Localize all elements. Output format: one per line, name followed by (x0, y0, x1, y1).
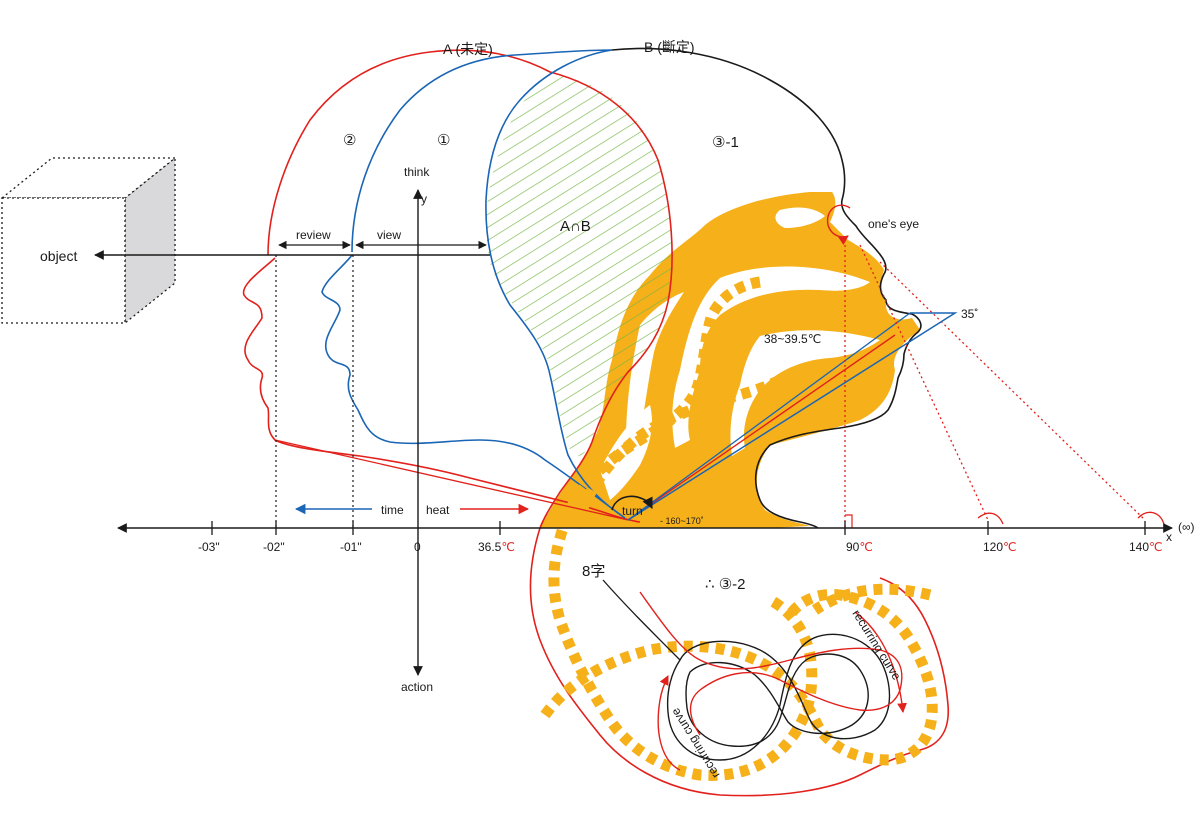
label-view: view (377, 228, 401, 242)
recurring-arrow-right (854, 611, 907, 713)
red-ray-to-eye (627, 334, 896, 521)
label-figure8: 8字 (582, 563, 605, 580)
tick-label-m02: -02" (263, 540, 285, 554)
dashed-orange-curve-3 (540, 588, 938, 766)
white-channel-2 (730, 330, 880, 456)
label-turn-angle: - 160~170˚ (660, 516, 704, 526)
tick-label-90: 90℃ (846, 540, 873, 554)
label-region-3-2: ∴ ③-2 (705, 576, 746, 593)
figure8-black-outer (666, 633, 891, 761)
head-outline-b (611, 47, 922, 529)
label-region-3-1: ③-1 (712, 134, 739, 151)
tick-label-365: 36.5℃ (478, 540, 515, 554)
label-head-a: A (未定) (443, 41, 493, 57)
dashed-orange-curve-1 (548, 276, 818, 781)
label-think: think (404, 165, 430, 179)
label-heat: heat (426, 503, 450, 517)
white-channel-1 (672, 266, 870, 448)
label-turn: turn (622, 504, 643, 518)
tick-label-m03: -03" (198, 540, 220, 554)
tick-label-140: 140℃ (1129, 540, 1163, 554)
figure8-black-inner (685, 653, 869, 747)
angle-arc-140 (1137, 511, 1165, 525)
recurring-arrow-left (657, 675, 681, 771)
blue-ray-lower (627, 312, 911, 521)
object-cube (0, 156, 177, 325)
label-region-1: ① (437, 132, 450, 149)
neck-outline-red (529, 527, 949, 797)
sight-line-140 (879, 261, 1146, 521)
white-channel-5 (775, 207, 825, 228)
sight-line-120 (859, 244, 989, 521)
cube-front-face (1, 197, 126, 324)
label-y-axis: y (421, 192, 427, 206)
cube-top-face (0, 157, 177, 199)
label-object: object (40, 248, 77, 264)
turn-arrow (611, 495, 653, 511)
tick-label-m01: -01" (340, 540, 362, 554)
head-outline-a (242, 49, 673, 529)
angle-arc-120 (977, 512, 1004, 525)
label-ones-eye: one's eye (868, 217, 919, 231)
label-angle-35: 35˚ (961, 307, 978, 321)
intersection-area (486, 75, 672, 457)
dashed-orange-curve-2 (569, 375, 783, 532)
cube-side-face (124, 156, 176, 325)
blue-angle-triangle (627, 312, 958, 521)
dashed-orange-curve-4 (811, 583, 932, 615)
label-action: action (401, 680, 433, 694)
label-x-axis: x (1166, 530, 1172, 544)
label-region-2: ② (343, 132, 356, 149)
figure8-pointer-line (602, 579, 681, 661)
x-axis-ticks (211, 521, 1146, 535)
label-temp-range: 38~39.5℃ (764, 332, 821, 346)
red-baseline-ray (274, 439, 629, 521)
label-infinity: (∞) (1178, 520, 1195, 534)
label-review: review (296, 228, 331, 242)
label-intersection: A∩B (560, 218, 591, 235)
eye-curl-arrow (826, 204, 851, 245)
label-time: time (381, 503, 404, 517)
head-outline-middle (321, 49, 626, 519)
label-head-b: B (斷定) (644, 39, 695, 55)
tick-label-120: 120℃ (983, 540, 1017, 554)
right-angle-marker (845, 514, 853, 528)
tick-label-0: 0 (414, 540, 421, 554)
